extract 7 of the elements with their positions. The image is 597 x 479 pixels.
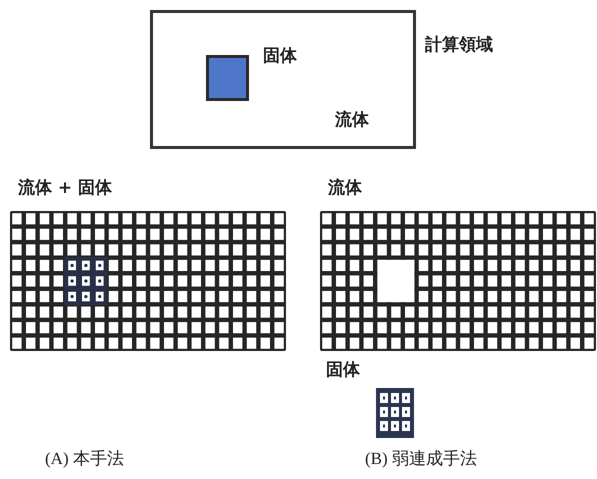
fluid-label: 流体 — [335, 112, 369, 129]
solid-label: 固体 — [263, 48, 297, 65]
solid-heading: 固体 — [326, 362, 360, 379]
mesh-heading: 流体 + 固体 — [18, 180, 112, 197]
mesh-heading: 流体 — [328, 180, 362, 197]
domain-label: 計算領域 — [425, 37, 493, 54]
figure-caption: (A) 本手法 — [45, 450, 124, 467]
